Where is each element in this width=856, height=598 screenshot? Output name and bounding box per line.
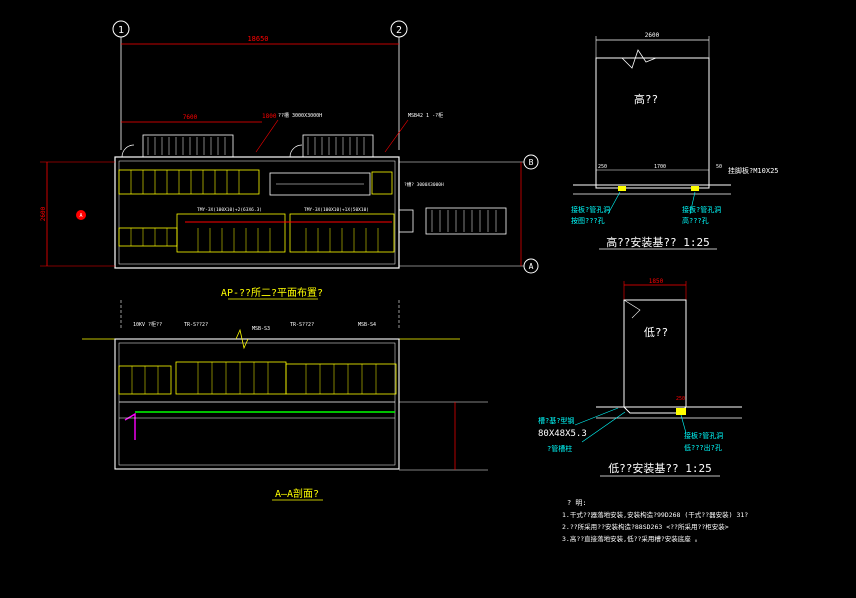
section-view: 10KV ?柜?? TR-S??2? MSB-S3 TR-S??2? MSB-S… xyxy=(82,300,488,501)
section-label-tr2: TR-S??2? xyxy=(290,322,314,328)
right-door xyxy=(398,209,414,233)
leader-1 xyxy=(255,119,279,153)
ld-break xyxy=(623,299,641,319)
ld-channel-spec: 80X48X5.3 xyxy=(538,429,587,439)
ld-leader-right xyxy=(680,414,687,434)
low-detail: 1850 低?? 250 槽?基?型钢 80X48X5.3 ?管槽柱 接板?管孔… xyxy=(538,278,742,477)
busbar-top xyxy=(269,172,371,196)
ld-caption: 低??安装基?? 1:25 xyxy=(608,461,712,475)
panel-row-2-label: TMY-3X(100X10)+1X(50X10) xyxy=(304,207,369,213)
hd-cabinet xyxy=(595,57,710,186)
dim-overall-text: 18650 xyxy=(247,35,268,43)
section-label-msb3: MSB-S3 xyxy=(252,326,270,332)
grid-label-A: A xyxy=(529,262,534,271)
panel-top-right xyxy=(371,171,393,195)
ld-cabinet xyxy=(623,299,687,408)
door-arc-right xyxy=(289,144,303,158)
section-label-tr1: TR-S??2? xyxy=(184,322,208,328)
top-trench-left xyxy=(142,134,234,158)
notes-line-2: 2.??所采用??安装构造?88SD263 <??所采用??柜安装> xyxy=(562,522,729,531)
hd-anchor-right xyxy=(691,186,699,191)
ld-dim-top-text: 1850 xyxy=(649,278,664,285)
section-caption: A—A剖面? xyxy=(275,487,319,500)
high-detail: 2600 高?? 250 1700 50 挂脚板?M10X25 接板?管孔洞 按… xyxy=(571,32,779,250)
lead-wire-label: MSB42 1 -?柜 xyxy=(408,112,443,119)
dim-depth-text: 2600 xyxy=(40,206,47,221)
grid-label-2: 2 xyxy=(396,25,402,36)
panel-row-lower-mid xyxy=(176,213,286,253)
plan-view: 1 2 18650 7600 1800 ??槽 3000X3000H MSB42… xyxy=(40,20,539,300)
ld-base xyxy=(596,406,742,414)
section-break xyxy=(235,328,249,350)
hd-title: 高?? xyxy=(634,92,658,106)
section-label-10kv: 10KV ?柜?? xyxy=(133,321,162,328)
section-label-msb4: MSB-S4 xyxy=(358,322,376,328)
ld-dim-250: 250 xyxy=(676,396,685,402)
hd-leader-right xyxy=(689,191,696,215)
trench-hatch-left xyxy=(147,137,226,155)
hd-caption: 高??安装基?? 1:25 xyxy=(606,235,710,249)
panel-row-lower-left xyxy=(118,227,178,247)
hd-right-note-2: 高???孔 xyxy=(682,216,709,225)
ld-leader-left-2 xyxy=(574,407,619,426)
ld-leader-left xyxy=(581,411,626,443)
hd-dim-50: 50 xyxy=(716,164,722,170)
ld-channel-note: ?管槽柱 xyxy=(547,444,572,453)
dim-7600-text: 7600 xyxy=(183,114,198,121)
panel-row-lower-dividers xyxy=(130,228,379,252)
hd-dim-top-text: 2600 xyxy=(645,32,660,39)
hd-left-note-1: 接板?管孔洞 xyxy=(571,205,610,214)
ld-right-note-1: 接板?管孔洞 xyxy=(684,431,723,440)
ld-right-note-2: 低???出?孔 xyxy=(684,443,722,452)
cable-tray-right-label: ?槽? 3000X3000H xyxy=(404,181,444,188)
ld-anchor xyxy=(676,408,686,415)
tag-a-text: A xyxy=(79,213,82,219)
section-room-inner xyxy=(118,342,396,466)
top-trench-right xyxy=(302,134,374,158)
trench-hatch-right xyxy=(307,137,365,155)
hd-angle-steel: 挂脚板?M10X25 xyxy=(728,166,779,175)
right-trench xyxy=(425,207,507,235)
ld-channel-label: 槽?基?型钢 xyxy=(538,416,574,425)
hd-leader-left xyxy=(607,191,621,215)
hd-dim-1700: 1700 xyxy=(654,164,666,170)
hd-right-note-1: 接板?管孔洞 xyxy=(682,205,721,214)
panel-row-top-dividers xyxy=(130,170,240,194)
notes: ? 明: 1.干式??器落地安装,安装构造?99D268 (干式??器安装) 3… xyxy=(562,499,748,543)
door-arc-left xyxy=(121,144,135,158)
ld-title: 低?? xyxy=(644,326,668,339)
hd-base xyxy=(573,184,731,189)
leader-2 xyxy=(384,119,409,153)
section-panels-right xyxy=(285,363,397,395)
section-panel-dividers xyxy=(131,362,377,394)
tag-a-bubble xyxy=(76,210,86,220)
notes-heading: ? 明: xyxy=(567,499,587,507)
grid-label-1: 1 xyxy=(118,25,124,36)
hd-left-note-2: 按图???孔 xyxy=(571,216,605,225)
room-inner-outline xyxy=(118,160,396,265)
notes-line-1: 1.干式??器落地安装,安装构造?99D268 (干式??器安装) 31? xyxy=(562,510,748,519)
panel-row-top xyxy=(118,169,260,195)
hd-dim-250: 250 xyxy=(598,164,607,170)
section-panels-mid xyxy=(175,361,287,395)
plan-caption: AP-??所二?平面布置? xyxy=(221,287,323,299)
cable-tray-top-label: ??槽 3000X3000H xyxy=(278,112,322,119)
section-room xyxy=(114,338,400,470)
panel-row-1-label: TMY-3X(100X10)+2(63X6.3) xyxy=(197,207,262,213)
hd-anchor-left xyxy=(618,186,626,191)
dim-1800-text: 1800 xyxy=(262,113,277,120)
hd-break xyxy=(621,49,657,69)
right-trench-hatch xyxy=(431,210,497,232)
notes-line-3: 3.高??直接落地安装,低??采用槽?安装底座 。 xyxy=(562,534,701,543)
grid-label-B: B xyxy=(529,158,534,167)
